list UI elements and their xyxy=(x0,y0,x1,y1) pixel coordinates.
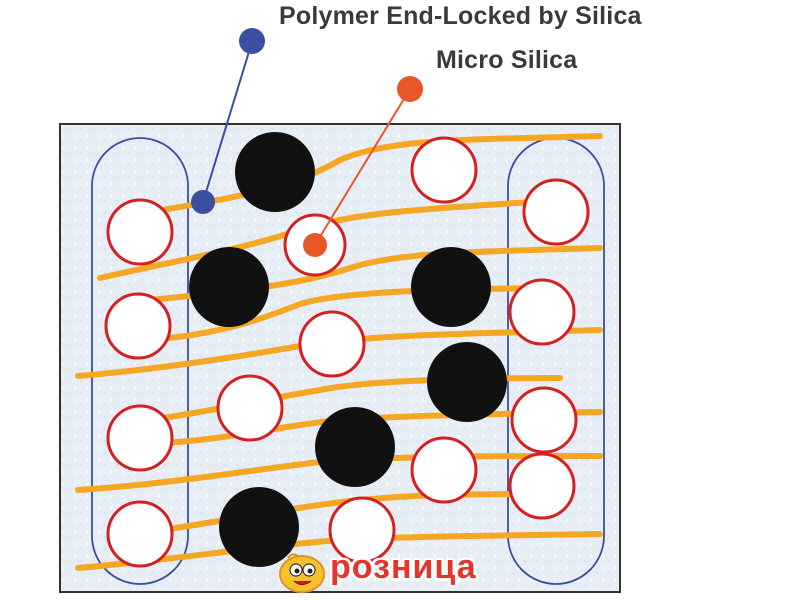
black-particle xyxy=(189,247,269,327)
black-particle xyxy=(427,342,507,422)
silica-particle xyxy=(522,178,590,246)
black-particle xyxy=(219,487,299,567)
silica-particle xyxy=(410,436,478,504)
polymer-callout-dot-top xyxy=(239,28,265,54)
silica-particle xyxy=(106,198,174,266)
silica-particle xyxy=(410,136,478,204)
polymer-callout-dot-bottom xyxy=(191,190,215,214)
black-particle xyxy=(235,132,315,212)
silica-particle xyxy=(508,452,576,520)
silica-particle xyxy=(216,374,284,442)
polymer-callout-line xyxy=(202,41,253,203)
logo-mascot-icon xyxy=(279,553,325,593)
micro-silica-label: Micro Silica xyxy=(436,46,578,74)
silica-particle xyxy=(328,496,396,564)
silica-particle xyxy=(106,500,174,568)
black-particle xyxy=(315,407,395,487)
logo-text: розница xyxy=(330,548,477,586)
silica-particle xyxy=(106,404,174,472)
silica-callout-dot-top xyxy=(397,76,423,102)
silica-callout-line xyxy=(314,88,411,246)
silica-particle xyxy=(298,310,366,378)
silica-callout-dot-bottom xyxy=(303,233,327,257)
rozniza-logo: розница xyxy=(274,548,534,596)
silica-particle xyxy=(104,292,172,360)
polymer-chain-1 xyxy=(147,133,603,215)
silica-particle xyxy=(510,386,578,454)
silica-particle xyxy=(508,278,576,346)
black-particle xyxy=(411,247,491,327)
polymer-end-locked-label: Polymer End-Locked by Silica xyxy=(279,2,642,30)
